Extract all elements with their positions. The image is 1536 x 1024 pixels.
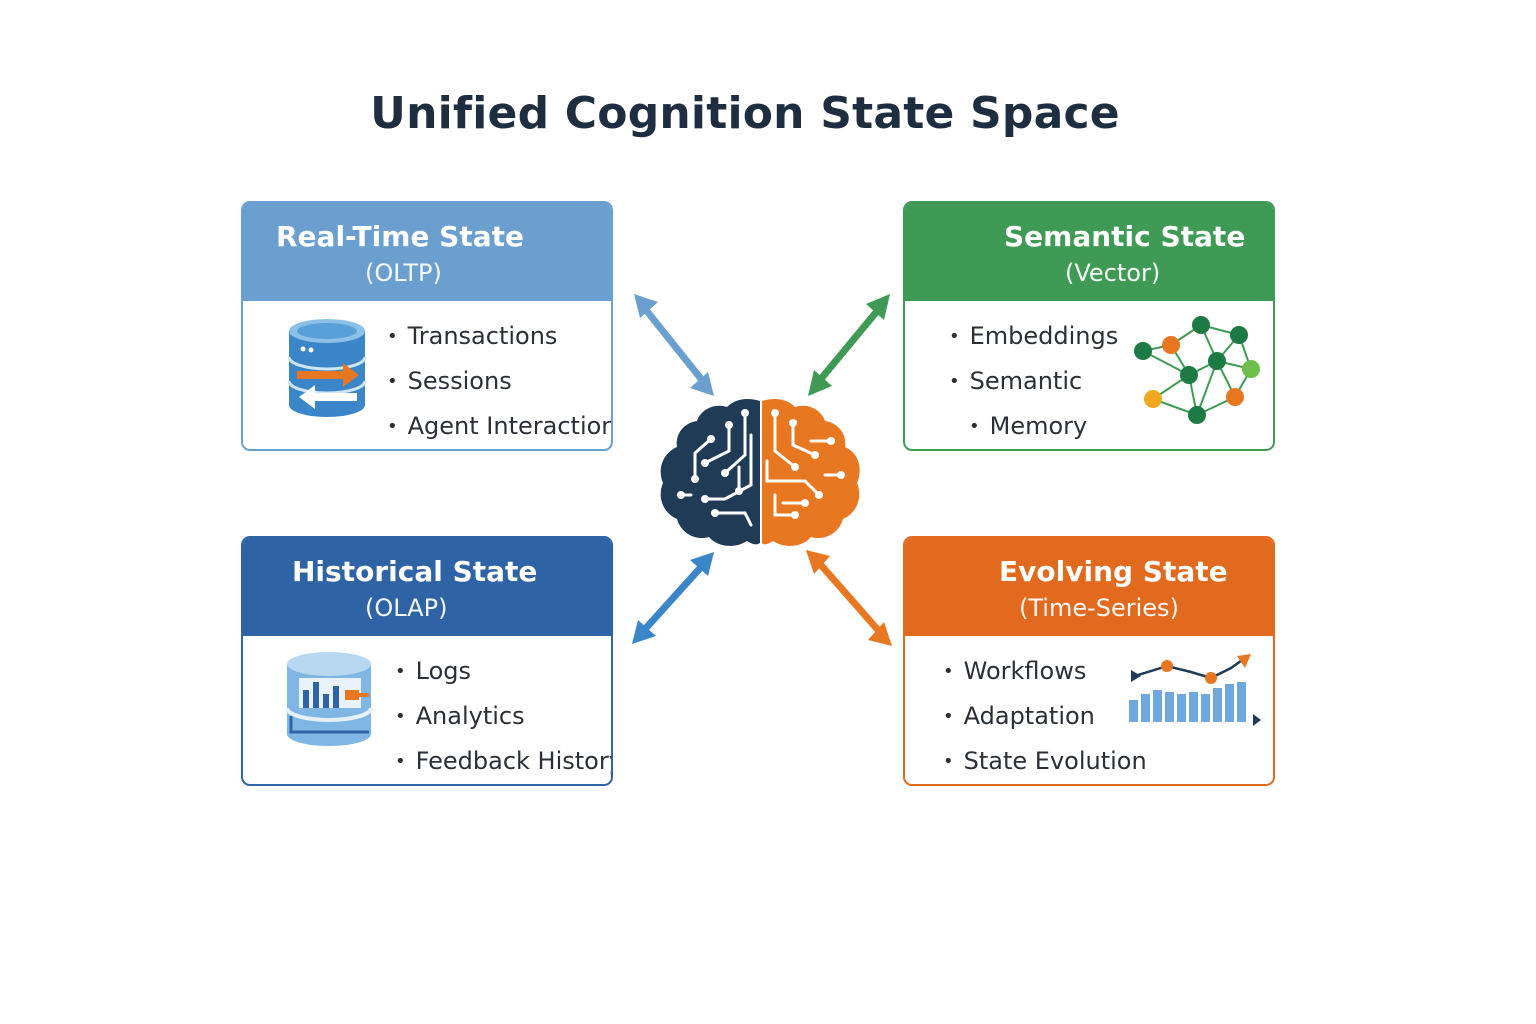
item-list: Embeddings Semantic Memory [949,315,1119,449]
brain-circuit-icon [660,399,860,546]
list-item: Semantic [949,360,1118,405]
card-body: Workflows Adaptation State Evolution [905,636,1273,784]
card-subtitle: (Vector) [1065,259,1161,287]
list-item: Workflows [943,650,1147,695]
card-title: Historical State [292,555,538,588]
card-title: Real-Time State [276,220,524,253]
list-item: Memory [949,405,1118,449]
diagram-title: Unified Cognition State Space [370,88,1120,139]
list-item: Transactions [387,315,611,360]
list-item: State Evolution [943,740,1147,784]
card-header: Real-Time State (OLTP) [243,203,611,301]
card-subtitle: (OLAP) [365,594,448,622]
item-list: Logs Analytics Feedback History [395,650,611,784]
card-semantic-state: Semantic State (Vector) Embeddings Seman… [903,201,1275,451]
list-item: Adaptation [943,695,1147,740]
card-body: Logs Analytics Feedback History [243,636,611,784]
card-header: Evolving State (Time-Series) [905,538,1273,636]
list-item: Feedback History [395,740,611,784]
card-subtitle: (OLTP) [365,259,442,287]
arrow-historical-brain [632,552,714,644]
card-evolving-state: Evolving State (Time-Series) Workflows A… [903,536,1275,786]
database-sync-icon [287,319,367,417]
card-body: Transactions Sessions Agent Interaction [243,301,611,449]
card-subtitle: (Time-Series) [1019,594,1179,622]
list-item: Embeddings [949,315,1119,360]
network-graph-icon [1134,316,1260,424]
list-item: Agent Interaction [387,405,611,449]
card-title: Semantic State [1004,220,1246,253]
card-historical-state: Historical State (OLAP) Logs Analytics F… [241,536,613,786]
item-list: Transactions Sessions Agent Interaction [387,315,611,449]
card-header: Historical State (OLAP) [243,538,611,636]
item-list: Workflows Adaptation State Evolution [943,650,1147,784]
arrow-semantic-brain [808,294,890,396]
card-header: Semantic State (Vector) [905,203,1273,301]
time-series-chart-icon [1129,654,1261,726]
list-item: Sessions [387,360,611,405]
arrow-evolving-brain [806,550,892,646]
card-body: Embeddings Semantic Memory [905,301,1273,449]
database-chart-icon [285,652,373,746]
arrow-realtime-brain [634,294,714,396]
card-title: Evolving State [999,555,1228,588]
card-realtime-state: Real-Time State (OLTP) Transactions Sess… [241,201,613,451]
list-item: Analytics [395,695,611,740]
list-item: Logs [395,650,611,695]
